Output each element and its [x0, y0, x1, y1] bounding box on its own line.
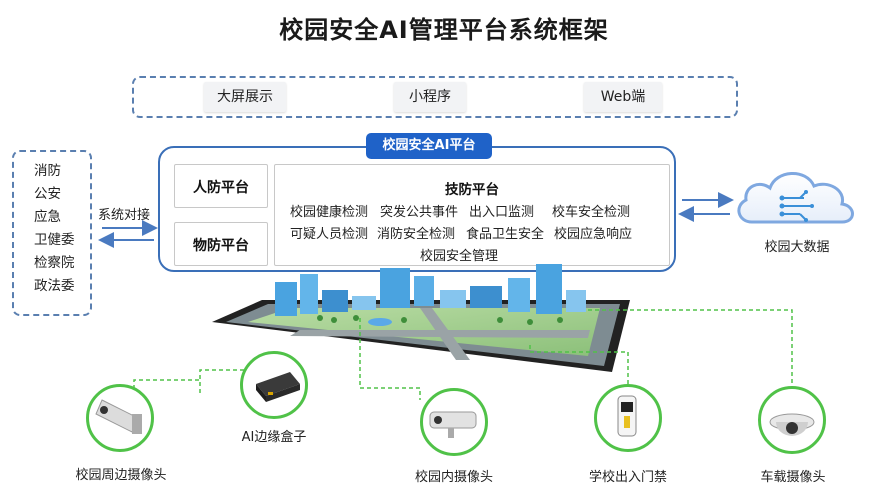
tech-item-entrance: 出入口监测 — [469, 205, 535, 220]
left-sync-arrows — [98, 220, 158, 248]
gate-access-label: 学校出入门禁 — [588, 470, 667, 485]
human-defense-label: 人防平台 — [193, 180, 249, 196]
cloud-icon — [737, 172, 854, 224]
tech-item-emergency-response: 校园应急响应 — [554, 227, 633, 242]
big-data-label: 校园大数据 — [764, 240, 830, 255]
tech-item-health: 校园健康检测 — [290, 205, 369, 220]
display-layer-box — [132, 76, 738, 118]
physical-defense-label: 物防平台 — [193, 238, 249, 254]
campus-camera-label: 校园内摄像头 — [414, 470, 493, 485]
ai-edge-box-label: AI边缘盒子 — [241, 430, 307, 445]
tech-item-school-bus: 校车安全检测 — [552, 205, 631, 220]
department-fire: 消防 — [34, 163, 61, 179]
page-title: 校园安全AI管理平台系统框架 — [279, 16, 609, 44]
display-item-web[interactable]: Web端 — [584, 82, 662, 112]
ai-platform-title: 校园安全AI平台 — [366, 133, 492, 159]
display-item-big-screen[interactable]: 大屏展示 — [204, 82, 286, 112]
device-connector-lines — [133, 309, 793, 400]
tech-defense-title: 技防平台 — [445, 182, 499, 198]
display-item-mini-program[interactable]: 小程序 — [394, 82, 466, 112]
department-political-legal: 政法委 — [34, 278, 75, 294]
vehicle-camera-label: 车载摄像头 — [760, 470, 826, 485]
human-defense-box[interactable] — [174, 164, 268, 208]
tech-item-safety-management: 校园安全管理 — [420, 249, 499, 264]
smart-campus-tablet-illustration — [212, 264, 630, 372]
tech-item-public-event: 突发公共事件 — [380, 205, 459, 220]
physical-defense-box[interactable] — [174, 222, 268, 266]
tech-item-suspicious: 可疑人员检测 — [290, 227, 369, 242]
department-emergency: 应急 — [34, 209, 61, 225]
right-sync-arrows — [678, 192, 734, 222]
perimeter-camera-label: 校园周边摄像头 — [75, 468, 167, 483]
connection-label: 系统对接 — [98, 208, 151, 223]
department-procuratorate: 检察院 — [34, 255, 75, 271]
department-police: 公安 — [34, 186, 61, 202]
department-health: 卫健委 — [34, 232, 75, 248]
tech-item-fire-safety: 消防安全检测 — [377, 227, 456, 242]
department-list: 消防 公安 应急 卫健委 检察院 政法委 — [12, 150, 92, 316]
tech-item-food-safety: 食品卫生安全 — [466, 227, 545, 242]
perimeter-camera-circle[interactable] — [86, 384, 154, 452]
tech-defense-box[interactable] — [274, 164, 670, 266]
